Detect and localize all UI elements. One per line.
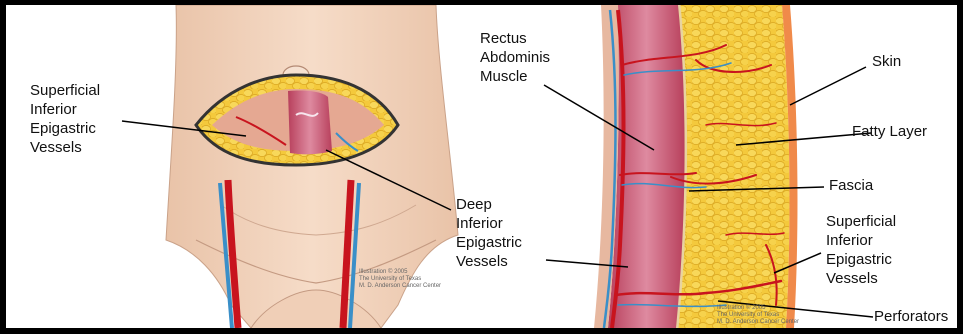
copyright-credit-right: Illustration © 2005 The University of Te… (717, 305, 799, 326)
rectus-muscle-region (608, 5, 685, 328)
label-fascia: Fascia (829, 176, 873, 195)
exposed-rectus (288, 90, 332, 154)
label-perforators: Perforators (874, 307, 948, 326)
diagram-frame: Superficial Inferior Epigastric Vessels … (6, 5, 957, 328)
label-rectus: Rectus Abdominis Muscle (480, 29, 550, 86)
copyright-credit-left: Illustration © 2005 The University of Te… (359, 269, 441, 290)
label-superficial-right: Superficial Inferior Epigastric Vessels (826, 212, 896, 288)
label-deep-inferior: Deep Inferior Epigastric Vessels (456, 195, 522, 271)
leader-skin (790, 67, 866, 105)
label-fatty-layer: Fatty Layer (852, 122, 927, 141)
cross-section-view (594, 5, 797, 328)
label-superficial-left: Superficial Inferior Epigastric Vessels (30, 81, 100, 157)
label-skin: Skin (872, 52, 901, 71)
fatty-layer-region (676, 5, 789, 328)
